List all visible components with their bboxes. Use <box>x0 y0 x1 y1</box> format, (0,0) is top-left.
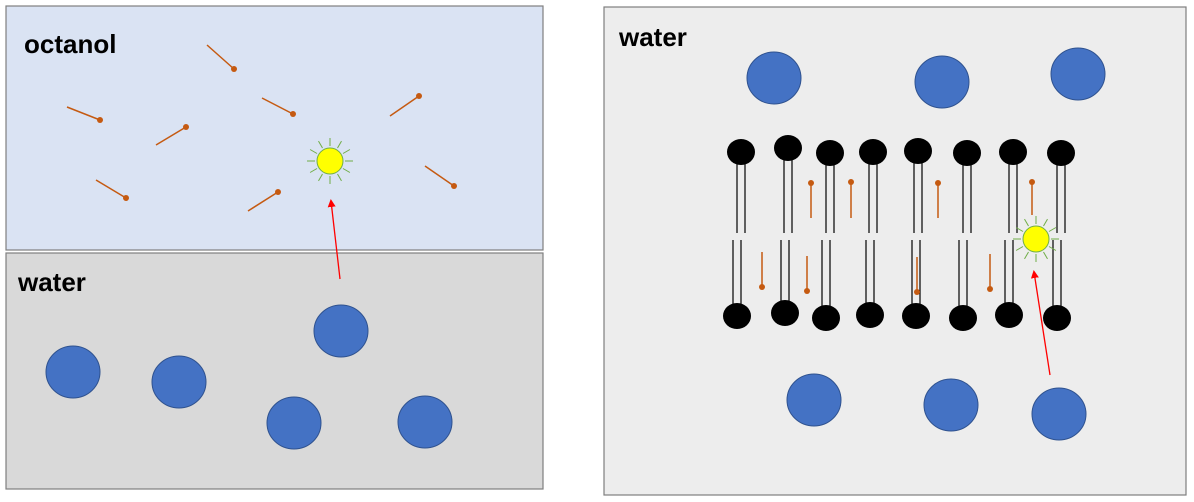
solute-rays <box>1013 216 1059 262</box>
solute-rays <box>307 138 353 184</box>
octanol-molecule <box>206 44 237 72</box>
solute-core <box>1022 225 1050 253</box>
transfer-arrow-right <box>1030 270 1051 376</box>
water-molecules-right <box>746 47 1106 441</box>
lipid-top <box>1047 140 1075 233</box>
octanol-label: octanol <box>24 29 116 59</box>
lipid-bottom <box>723 240 751 329</box>
water-molecule <box>397 395 453 449</box>
water-label-left: water <box>17 267 86 297</box>
water-molecule <box>923 378 979 432</box>
lipid-head <box>902 303 930 329</box>
lipid-head <box>995 302 1023 328</box>
transfer-arrow-left <box>327 199 341 280</box>
octanol-phase <box>5 5 544 251</box>
lipid-bottom <box>812 240 840 331</box>
membrane-octanol-molecule <box>804 256 810 294</box>
lipid-head <box>771 300 799 326</box>
octanol-molecule <box>95 179 129 201</box>
lipid-head <box>1043 305 1071 331</box>
octanol-molecule <box>155 124 189 146</box>
solute-molecule-right <box>1013 216 1059 262</box>
octanol-molecule <box>389 93 422 117</box>
octanol-molecule <box>261 97 296 117</box>
water-molecule <box>266 396 322 450</box>
water-molecule <box>1050 47 1106 101</box>
octanol-molecule <box>424 165 457 189</box>
lipid-head <box>904 138 932 164</box>
water-label-right: water <box>618 22 687 52</box>
lipid-top <box>816 140 844 233</box>
membrane-octanol-molecules <box>759 179 1035 295</box>
water-molecule <box>746 51 802 105</box>
lipid-bottom <box>949 240 977 331</box>
solute-molecule-left <box>307 138 353 184</box>
water-molecule <box>45 345 101 399</box>
water-molecule <box>313 304 369 358</box>
lipid-bottom <box>771 240 799 326</box>
octanol-molecules <box>66 44 457 212</box>
membrane-octanol-molecule <box>759 252 765 290</box>
lipid-top <box>953 140 981 233</box>
membrane-octanol-molecule <box>935 180 941 218</box>
octanol-molecule <box>66 106 103 123</box>
lipid-bottom <box>995 240 1023 328</box>
lipid-bottom <box>1043 240 1071 331</box>
membrane-octanol-molecule <box>808 180 814 218</box>
lipid-top <box>774 135 802 233</box>
lipid-head <box>723 303 751 329</box>
water-molecules-left <box>45 304 453 450</box>
lipid-head <box>774 135 802 161</box>
solute-core <box>316 147 344 175</box>
lipid-head <box>953 140 981 166</box>
lipid-bottom <box>902 240 930 329</box>
octanol-molecule <box>247 189 281 212</box>
lipid-top <box>727 139 755 233</box>
left-panel: octanol water <box>5 5 544 490</box>
membrane-octanol-molecule <box>914 257 920 295</box>
lipid-head <box>812 305 840 331</box>
lipid-head <box>999 139 1027 165</box>
water-molecule <box>1031 387 1087 441</box>
membrane-octanol-molecule <box>987 254 993 292</box>
right-panel: water <box>603 6 1187 496</box>
lipid-head <box>1047 140 1075 166</box>
lipid-bottom <box>856 240 884 328</box>
lipid-head <box>816 140 844 166</box>
lipid-top <box>999 139 1027 233</box>
lipid-head <box>949 305 977 331</box>
water-molecule <box>914 55 970 109</box>
membrane-octanol-molecule <box>1029 179 1035 215</box>
water-molecule <box>786 373 842 427</box>
lipid-head <box>856 302 884 328</box>
lipid-top <box>859 139 887 233</box>
water-molecule <box>151 355 207 409</box>
lipid-head <box>859 139 887 165</box>
lipid-head <box>727 139 755 165</box>
membrane-octanol-molecule <box>848 179 854 218</box>
lipid-top <box>904 138 932 233</box>
lipid-bilayer <box>723 135 1075 331</box>
